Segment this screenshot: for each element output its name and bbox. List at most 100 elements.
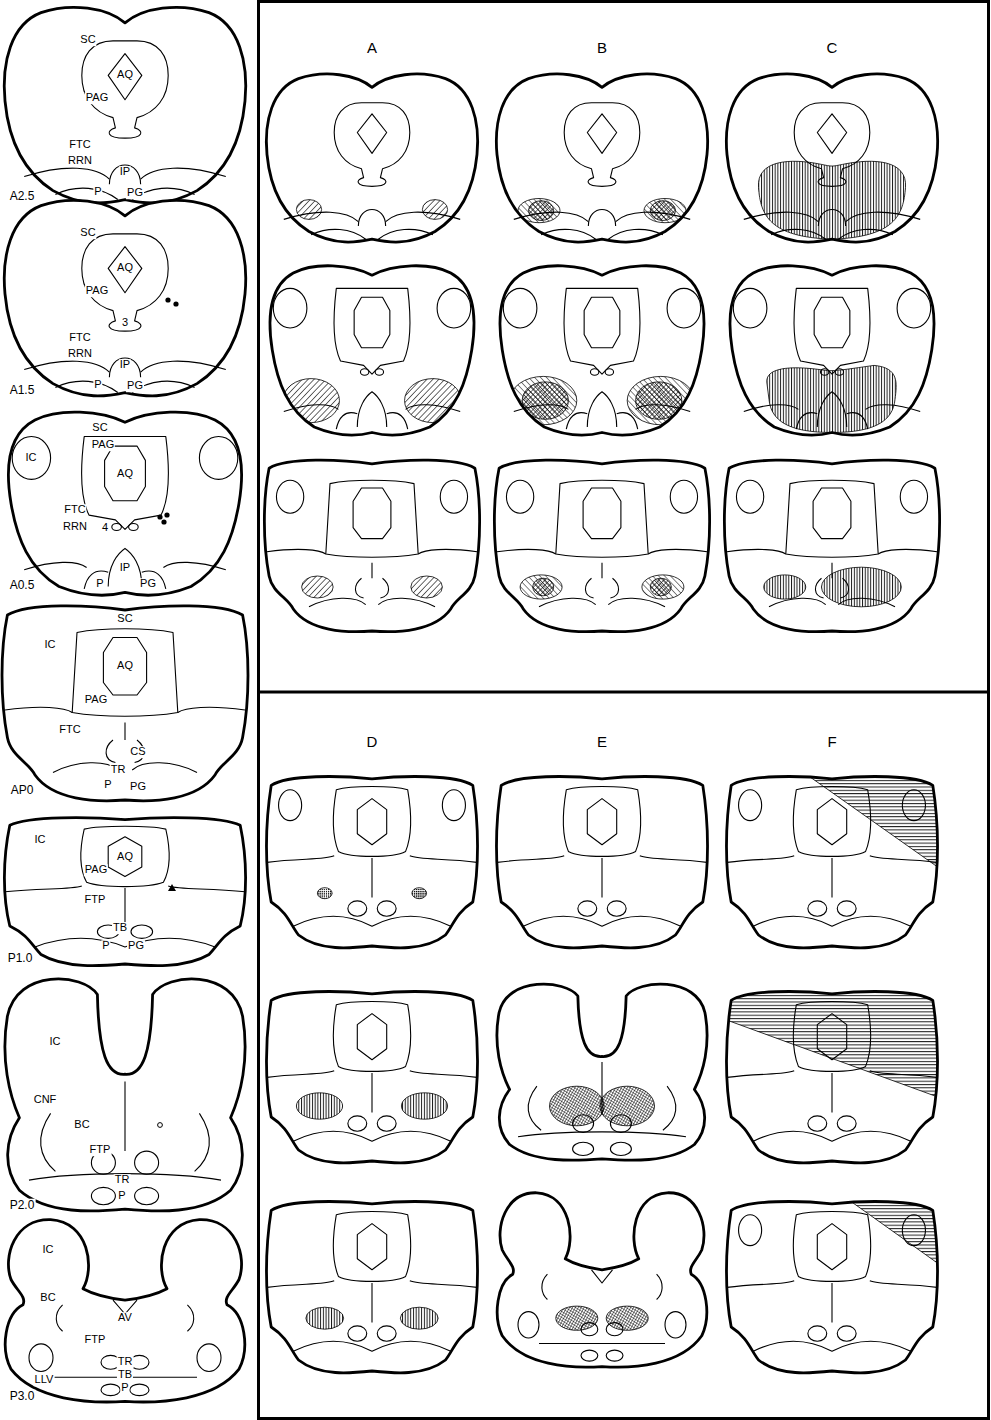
section-line [514,212,690,221]
section-line [578,901,597,916]
section-group [2,7,969,1402]
lesion-area [422,200,447,220]
section-line [794,103,870,187]
structure-label: P [120,1382,129,1394]
section-line [902,790,925,821]
lesion-group [811,1173,969,1285]
section-line [56,1305,193,1331]
brainstem-section [5,1220,244,1402]
section-line [794,288,870,374]
section-line [371,1283,372,1323]
section-line [900,480,927,513]
section-line [518,1312,539,1338]
lesion-area [606,1306,648,1330]
section-fill [497,984,707,1160]
section-line [541,229,663,239]
section-line [786,480,878,557]
section-fill [4,7,245,203]
lesion-area [706,963,969,1108]
section-outline [5,1220,244,1402]
section-level: AP0 [10,784,35,797]
section-line [771,229,893,239]
section-line [837,1326,856,1341]
structure-label: FTC [63,504,86,516]
lesion-area [650,201,675,221]
section-line [124,723,125,741]
section-line [503,288,537,328]
lesion-area [600,1086,655,1126]
section-line [808,901,827,916]
section-line [793,787,870,857]
section-line [55,381,194,392]
section-fill [724,460,939,631]
section-level: A1.5 [9,384,36,397]
section-outline [4,7,245,203]
brainstem-section [497,984,707,1160]
section-outline [264,460,479,631]
lesion-group [556,1306,648,1330]
structure-label: AQ [116,262,134,274]
marker-dot [164,512,169,517]
section-line [606,1323,623,1336]
section-outline [726,74,937,242]
section-line [592,1270,613,1283]
section-line [108,548,142,586]
brainstem-section [724,460,939,631]
section-line [131,925,153,938]
section-line [793,1002,870,1072]
section-fill [500,266,704,435]
section-line [354,297,390,348]
section-fill [2,606,248,801]
section-line [357,799,386,845]
section-outline [8,412,241,595]
structure-label: P [103,779,112,791]
brainstem-section [726,748,968,948]
section-line [357,1224,386,1270]
structure-label: P [117,1190,126,1202]
section-outline [496,777,707,948]
section-line [739,1215,762,1246]
section-line [814,297,850,348]
structure-label: BC [39,1292,56,1304]
section-outline [726,777,937,948]
section-line [817,799,846,845]
section-line [808,1116,827,1131]
structure-label: PAG [85,285,109,297]
section-line [108,247,142,293]
section-line [309,598,435,607]
section-line [744,212,920,221]
section-line [91,1187,115,1204]
section-outline [497,984,707,1160]
section-level: P2.0 [9,1199,36,1212]
panel-letter: F [826,734,837,750]
structure-label: PAG [84,864,108,876]
section-line [837,1116,856,1131]
brainstem-section [266,1202,477,1373]
structure-label: P [95,578,104,590]
brainstem-section [266,777,477,948]
section-level: A2.5 [9,190,36,203]
lesion-area [520,575,562,599]
section-line [670,480,697,513]
lesion-group [283,379,462,423]
panel-letter: B [596,40,608,56]
section-line [130,1384,149,1396]
structure-label: PG [126,380,144,392]
marker-circle [158,1123,163,1128]
section-line [831,858,832,898]
section-line [573,1115,594,1133]
section-line [108,54,142,100]
section-line [769,598,895,607]
brainstem-section [706,963,969,1163]
section-line [610,1115,631,1133]
lesion-area [411,576,443,598]
section-level: P3.0 [9,1390,36,1403]
section-line [739,790,762,821]
marker-dot [161,519,166,524]
section-line [101,1384,120,1396]
lesion-group [769,748,969,889]
section-fill [264,460,479,631]
section-line [556,480,648,557]
structure-label: 4 [101,522,109,534]
